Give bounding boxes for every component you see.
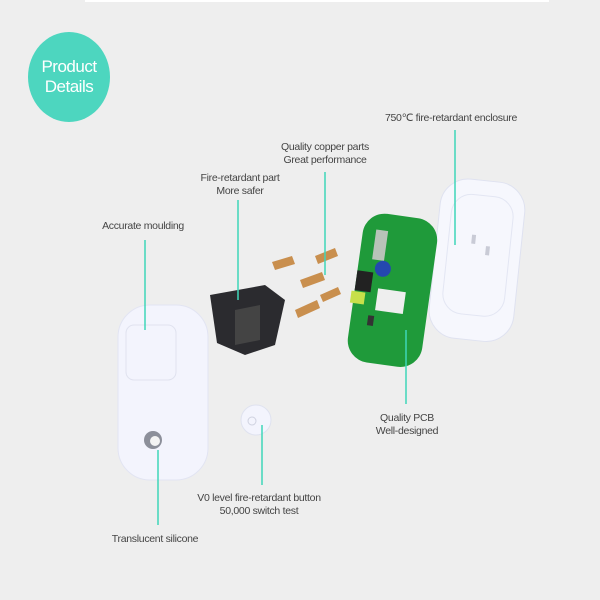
label-moulding: Accurate moulding <box>102 220 184 233</box>
label-silicone-text: Translucent silicone <box>111 533 199 545</box>
label-fire-part-line-2: More safer <box>216 185 264 197</box>
label-button-line-2: 50,000 switch test <box>219 505 299 517</box>
badge-line-1: Product <box>41 57 97 76</box>
front-plate <box>117 304 209 481</box>
label-pcb-line-1: Quality PCB <box>380 412 434 424</box>
label-copper-line-1: Quality copper parts <box>281 141 369 153</box>
power-button <box>240 404 272 436</box>
back-enclosure <box>428 178 526 342</box>
label-fire-part-line-1: Fire-retardant part <box>200 172 280 184</box>
label-enclosure: 750℃ fire-retardant enclosure <box>385 112 517 125</box>
badge-line-2: Details <box>44 77 94 96</box>
label-moulding-text: Accurate moulding <box>102 220 184 232</box>
product-details-badge: Product Details <box>28 32 110 122</box>
top-divider <box>85 0 549 2</box>
label-button-line-1: V0 level fire-retardant button <box>197 492 321 504</box>
callout-lines <box>144 130 456 525</box>
label-silicone: Translucent silicone <box>111 533 199 546</box>
copper-parts <box>272 248 341 318</box>
label-copper-line-2: Great performance <box>283 154 367 166</box>
pcb-board <box>347 213 438 367</box>
fire-retardant-holder <box>210 285 285 355</box>
label-pcb-line-2: Well-designed <box>375 425 439 437</box>
label-enclosure-text: 750℃ fire-retardant enclosure <box>384 112 518 124</box>
